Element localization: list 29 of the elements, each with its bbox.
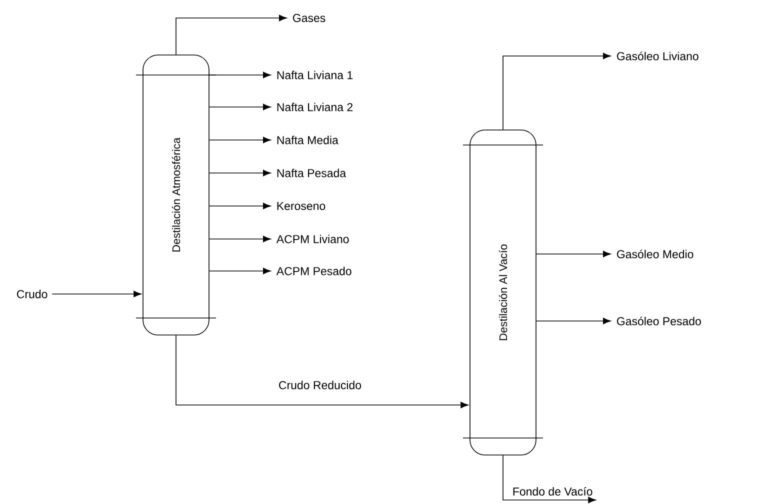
arrow <box>536 318 611 324</box>
arrow <box>209 72 271 78</box>
arrow <box>536 250 611 258</box>
stream-label: Gasóleo Liviano <box>617 52 698 60</box>
stream-label: ACPM Liviano <box>276 234 349 244</box>
distillation-column: Destilación Atmosférica <box>136 54 216 336</box>
arrow <box>502 52 611 130</box>
stream-label: Crudo <box>16 290 48 298</box>
arrow <box>209 236 271 242</box>
stream-label: Gasóleo Pesado <box>617 316 701 326</box>
stream-label: Nafta Pesada <box>277 168 346 178</box>
arrow <box>209 104 271 110</box>
arrow <box>209 170 271 176</box>
arrow <box>176 14 287 55</box>
arrow <box>176 335 468 408</box>
arrow <box>209 202 271 210</box>
arrow <box>502 455 596 504</box>
stream-label: Nafta Liviana 2 <box>277 102 353 112</box>
stream-label: Nafta Media <box>277 136 338 144</box>
arrow <box>52 290 142 298</box>
stream-label: Nafta Liviana 1 <box>277 70 353 80</box>
stream-label: Fondo de Vacío <box>513 487 592 496</box>
stream-label: Keroseno <box>277 202 326 210</box>
distillation-column: Destilación Al Vacío <box>462 130 544 456</box>
arrow <box>209 268 271 274</box>
arrow <box>209 136 271 144</box>
stream-label: ACPM Pesado <box>276 266 352 276</box>
stream-label: Gasóleo Medio <box>617 250 694 258</box>
stream-label: Gases <box>292 14 326 22</box>
